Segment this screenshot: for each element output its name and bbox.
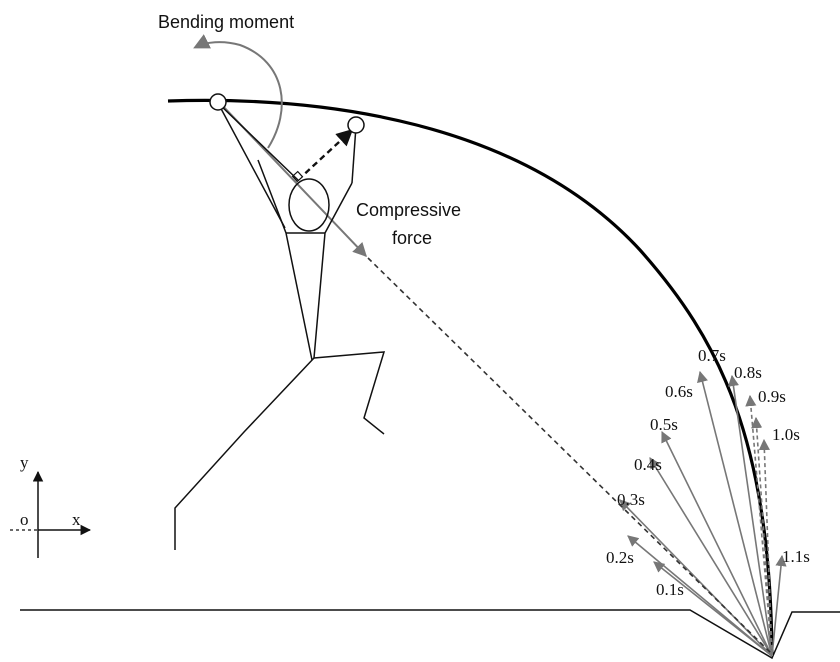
time-label-0-7s: 0.7s xyxy=(698,346,726,365)
time-label-group: 0.1s 0.2s 0.3s 0.4s 0.5s 0.6s 0.7s 0.8s 0.9s 1.0s… xyxy=(606,346,810,599)
bent-pole xyxy=(167,98,774,656)
bending-moment-label: Bending moment xyxy=(158,12,294,32)
time-label-0-1s: 0.1s xyxy=(656,580,684,599)
time-label-0-5s: 0.5s xyxy=(650,415,678,434)
time-label-0-3s: 0.3s xyxy=(617,490,645,509)
coordinate-axes: y x o xyxy=(10,453,92,558)
pole-chord-dashed-line xyxy=(367,257,773,655)
top-hand-circle xyxy=(209,93,227,111)
force-vector-1-0s xyxy=(758,438,773,657)
force-vector-0-3s xyxy=(619,499,773,657)
axis-y-label: y xyxy=(20,453,29,472)
bottom-hand-circle xyxy=(347,116,365,134)
time-label-0-2s: 0.2s xyxy=(606,548,634,567)
force-vector-0-2s xyxy=(627,535,773,657)
compressive-force-label-line2: force xyxy=(392,228,432,248)
athlete-figure xyxy=(174,102,386,550)
time-label-1-0s: 1.0s xyxy=(772,425,800,444)
bending-moment-curved-arrow xyxy=(193,34,283,149)
right-angle-marker xyxy=(291,170,304,183)
time-label-0-6s: 0.6s xyxy=(665,382,693,401)
ground-line xyxy=(20,609,840,660)
force-vector-0-9s xyxy=(751,416,773,657)
axis-origin-label: o xyxy=(20,510,29,529)
time-label-0-4s: 0.4s xyxy=(634,455,662,474)
force-vector-group xyxy=(619,370,787,657)
compressive-force-label-line1: Compressive xyxy=(356,200,461,220)
axis-x-label: x xyxy=(72,510,81,529)
time-label-1-1s: 1.1s xyxy=(782,547,810,566)
force-vector-0-5s xyxy=(661,430,773,657)
bending-moment-arm-dashed xyxy=(297,128,354,181)
force-vector-0-6s xyxy=(697,370,773,657)
force-vector-0-4s xyxy=(649,457,773,657)
force-vector-1-1s xyxy=(771,554,787,657)
time-label-0-8s: 0.8s xyxy=(734,363,762,382)
time-label-0-9s: 0.9s xyxy=(758,387,786,406)
force-vector-0-7s xyxy=(727,374,773,657)
athlete-head xyxy=(288,178,330,232)
